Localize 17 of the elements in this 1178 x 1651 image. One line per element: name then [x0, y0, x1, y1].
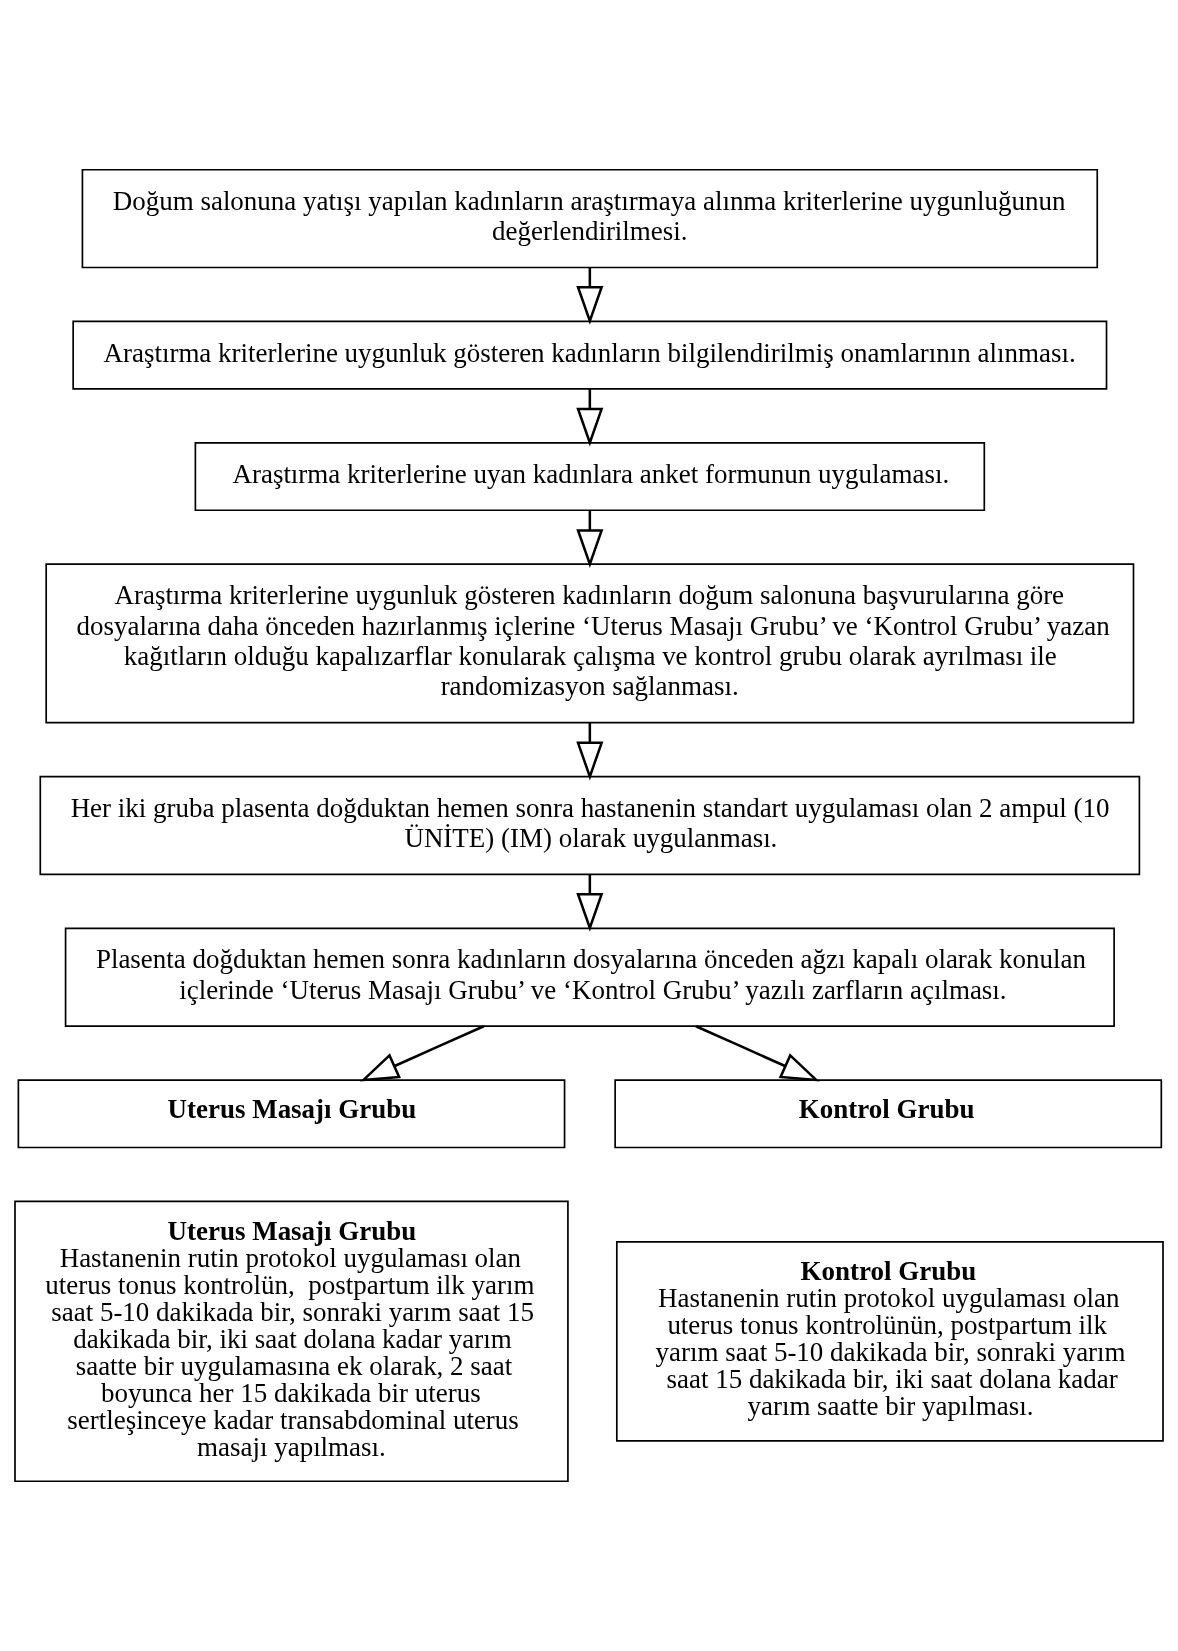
- arrow: [576, 722, 604, 781]
- arrow: [576, 389, 604, 447]
- arrow: [576, 267, 604, 325]
- node-box: Kontrol Grubu: [614, 1079, 1163, 1149]
- arrow: [695, 1025, 820, 1082]
- arrow: [576, 874, 604, 932]
- node-box: Doğum salonuna yatışı yapılan kadınların araştırmaya alınma kriterlerine uygunluğunun değerlendirilmesi.: [81, 168, 1099, 269]
- node-box: Araştırma kriterlerine uygunluk gösteren kadınların doğum salonuna başvurularına göre dosyalarına daha önceden hazırlanmış içlerine ‘Uterus Masajı Grubu’ ve ‘Kontrol Grubu’ yazan kağıtların olduğu kapalızarflar konularak çalışma ve kontrol grubu olarak ayrılması ile randomizasyon sağlanması.: [45, 563, 1135, 724]
- node-box: Plasenta doğduktan hemen sonra kadınların dosyalarına önceden ağzı kapalı olarak konulan içlerinde ‘Uterus Masajı Grubu’ ve ‘Kontrol Grubu’ yazılı zarfların açılması.: [64, 927, 1115, 1027]
- node-box: Uterus Masajı Grubu Hastanenin rutin protokol uygulaması olan uterus tonus kontrolün, postpartum ilk yarım saat 5-10 dakikada bir, sonraki yarım saat 15 dakikada bir, iki saat dolana kadar yarım saatte bir uygulamasına ek olarak, 2 saat boyunca her 15 dakikada bir uterus sertleşinceye kadar transabdominal uterus masajı yapılması.: [14, 1200, 569, 1483]
- node-box: Her iki gruba plasenta doğduktan hemen sonra hastanenin standart uygulaması olan 2 ampul (10 ÜNİTE) (IM) olarak uygulanması.: [39, 775, 1141, 876]
- arrow: [576, 510, 604, 568]
- node-box: Uterus Masajı Grubu: [17, 1079, 566, 1149]
- node-box: Araştırma kriterlerine uygunluk gösteren kadınların bilgilendirilmiş onamlarının alınması.: [72, 320, 1108, 390]
- node-box: Kontrol Grubu Hastanenin rutin protokol uygulaması olan uterus tonus kontrolünün, postpartum ilk yarım saat 5-10 dakikada bir, sonraki yarım saat 15 dakikada bir, iki saat dolana kadar yarım saatte bir yapılması.: [615, 1241, 1164, 1442]
- node-box: Araştırma kriterlerine uyan kadınlara anket formunun uygulaması.: [194, 442, 986, 512]
- arrow: [360, 1025, 485, 1082]
